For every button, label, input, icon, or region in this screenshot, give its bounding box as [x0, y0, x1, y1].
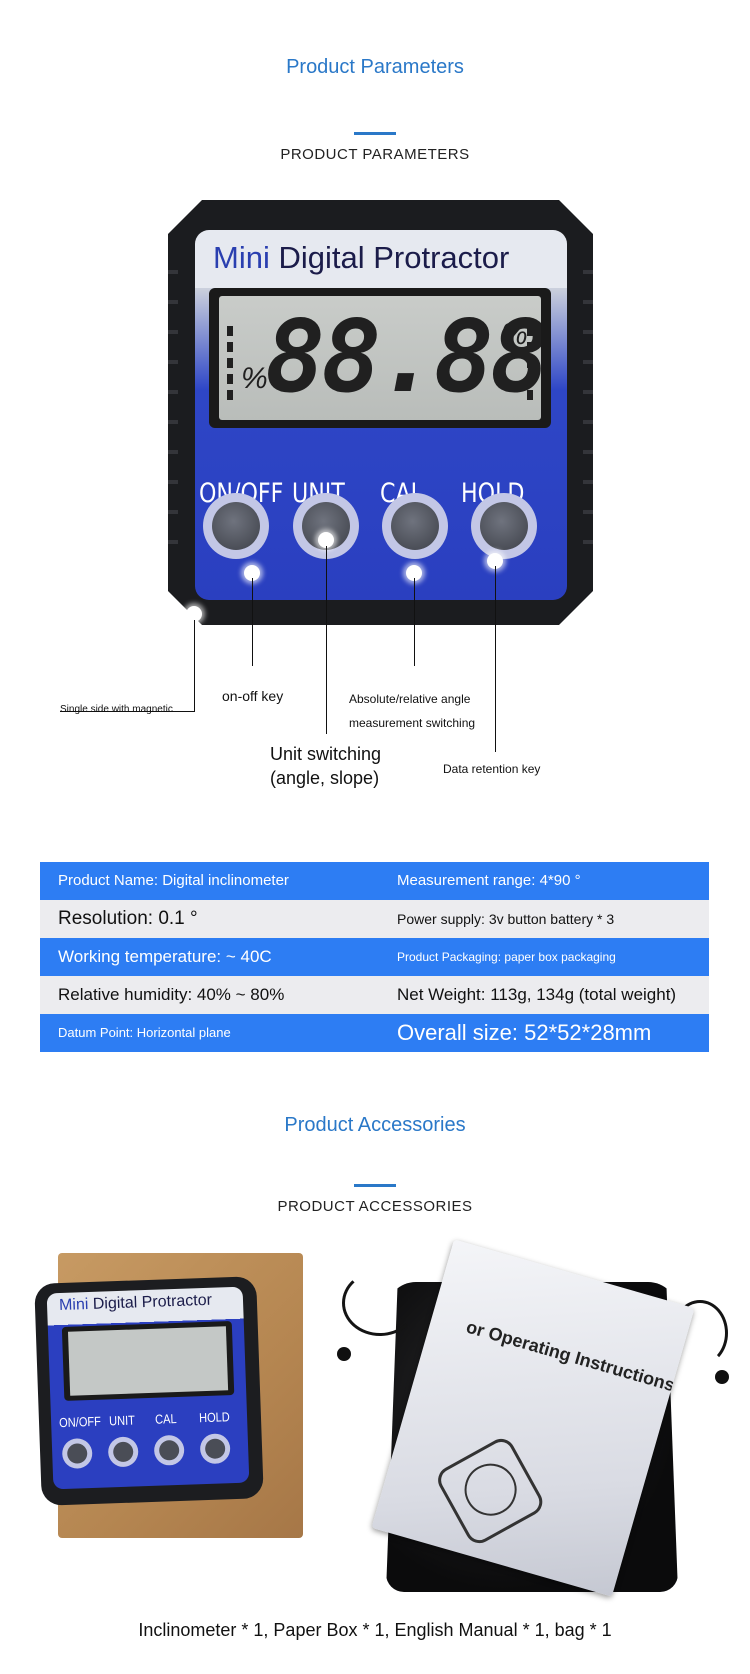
- onoff-dot: [244, 565, 260, 581]
- lcd-screen: % 88.88 %: [209, 288, 551, 428]
- accessory-button: [61, 1437, 93, 1470]
- bag-cord-knot-right: [715, 1370, 729, 1384]
- spec-packaging: Product Packaging: paper box packaging: [397, 950, 616, 964]
- callout-onoff: on-off key: [222, 688, 284, 704]
- parameters-subtitle: PRODUCT PARAMETERS: [280, 146, 470, 163]
- accessory-lcd: [61, 1321, 235, 1401]
- accessory-key-hold: HOLD: [198, 1409, 231, 1426]
- manual-seal-illustration: [433, 1433, 548, 1549]
- bag-cord-left: [342, 1270, 418, 1336]
- lcd-unit-left: %: [241, 362, 268, 395]
- unit-dot: [318, 532, 334, 548]
- brand-mini: Mini: [213, 240, 270, 275]
- accessory-button: [107, 1436, 139, 1468]
- accessories-divider: [354, 1184, 396, 1187]
- onoff-button: [203, 493, 269, 559]
- device-brand: Mini Digital Protractor: [213, 240, 509, 276]
- bag-cord-right: [672, 1300, 728, 1366]
- spec-working-temperature: Working temperature: ~ 40C: [58, 947, 272, 966]
- magnet-dot: [186, 606, 202, 622]
- unit-line: [326, 546, 327, 734]
- spec-power-supply: Power supply: 3v button battery * 3: [397, 911, 615, 927]
- callout-absolute-1: Absolute/relative angle: [349, 692, 471, 706]
- hold-dot: [487, 553, 503, 569]
- table-row: Working temperature: ~ 40C Product Packa…: [40, 938, 709, 976]
- accessory-key-unit: UNIT: [108, 1412, 136, 1429]
- accessory-brand-rest: Digital Protractor: [92, 1291, 213, 1313]
- magnet-line-v: [194, 620, 195, 712]
- accessories-subtitle: PRODUCT ACCESSORIES: [277, 1198, 473, 1215]
- bag-cord-knot-left: [337, 1347, 351, 1361]
- accessory-key-onoff: ON/OFF: [58, 1413, 102, 1431]
- spec-resolution: Resolution: 0.1 °: [58, 908, 198, 929]
- magnet-line-h: [60, 711, 195, 712]
- table-row: Product Name: Digital inclinometer Measu…: [40, 862, 709, 900]
- callout-hold: Data retention key: [443, 762, 541, 776]
- parameters-divider: [354, 132, 396, 135]
- hold-line: [495, 566, 496, 752]
- lcd-digits: 88.88: [265, 298, 541, 415]
- hold-button: [471, 493, 537, 559]
- callout-absolute-2: measurement switching: [349, 716, 476, 730]
- table-row: Datum Point: Horizontal plane Overall si…: [40, 1014, 709, 1052]
- accessories-list: Inclinometer * 1, Paper Box * 1, English…: [138, 1620, 612, 1640]
- onoff-line: [252, 578, 253, 666]
- lcd-unit-right: %: [501, 318, 528, 351]
- accessory-brand: Mini Digital Protractor: [59, 1292, 212, 1315]
- spec-overall-size: Overall size: 52*52*28mm: [397, 1020, 652, 1045]
- cal-line: [414, 578, 415, 666]
- parameters-title: Product Parameters: [286, 56, 464, 78]
- device-ridges: [168, 200, 593, 625]
- callout-unit-1: Unit switching: [270, 744, 382, 764]
- table-row: Resolution: 0.1 ° Power supply: 3v butto…: [40, 900, 709, 938]
- spec-humidity: Relative humidity: 40% ~ 80%: [58, 985, 285, 1004]
- accessories-title: Product Accessories: [284, 1114, 466, 1136]
- accessory-device-face: Mini Digital Protractor ON/OFF UNIT CAL …: [46, 1286, 250, 1490]
- callout-magnetic: Single side with magnetic: [60, 704, 173, 715]
- cal-button: [382, 493, 448, 559]
- spec-product-name: Product Name: Digital inclinometer: [58, 872, 289, 889]
- spec-net-weight: Net Weight: 113g, 134g (total weight): [397, 985, 677, 1004]
- accessory-button: [153, 1434, 185, 1466]
- callout-unit-2: (angle, slope): [270, 768, 380, 788]
- brand-rest: Digital Protractor: [278, 240, 510, 275]
- manual-title: or Operating Instructions: [463, 1316, 678, 1396]
- specs-table: Product Name: Digital inclinometer Measu…: [40, 862, 709, 1052]
- lcd-display: % 88.88 %: [219, 296, 541, 420]
- accessory-button: [199, 1433, 231, 1465]
- cal-dot: [406, 565, 422, 581]
- spec-datum-point: Datum Point: Horizontal plane: [58, 1025, 231, 1040]
- spec-measurement-range: Measurement range: 4*90 °: [397, 872, 581, 889]
- table-row: Relative humidity: 40% ~ 80% Net Weight:…: [40, 976, 709, 1014]
- accessory-brand-mini: Mini: [58, 1296, 89, 1315]
- accessory-key-cal: CAL: [154, 1411, 177, 1427]
